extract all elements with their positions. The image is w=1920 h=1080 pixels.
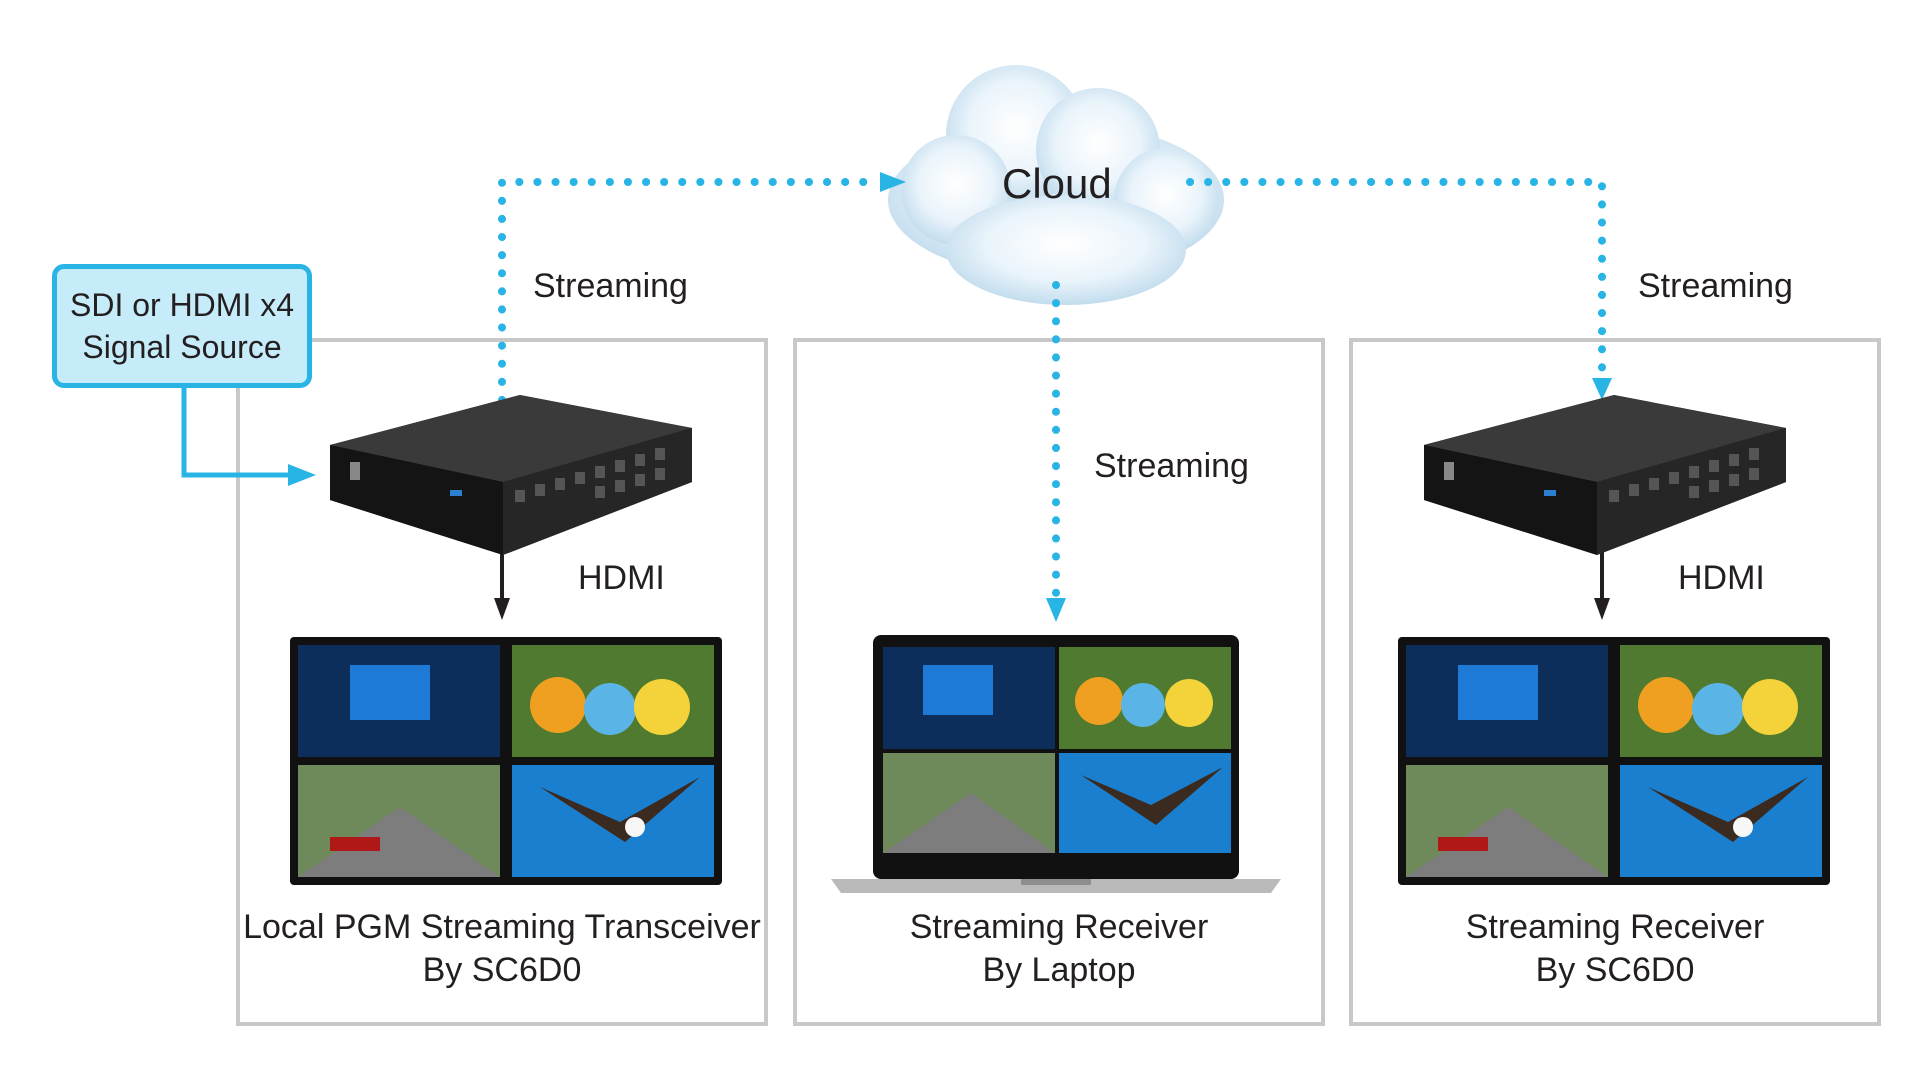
source-line-1: SDI or HDMI x4 — [69, 287, 295, 323]
caption-line-1: Local PGM Streaming Transceiver — [243, 908, 761, 946]
caption-line-1: Streaming Receiver — [909, 908, 1209, 946]
cloud-icon — [888, 65, 1224, 305]
caption-line-2: By SC6D0 — [422, 951, 582, 989]
arrowhead-to-receiver — [1592, 378, 1612, 400]
receiver-device-right — [1424, 395, 1786, 555]
monitor-quad-view-right — [1398, 637, 1830, 885]
hdmi-label-left: HDMI — [578, 559, 665, 597]
caption-line-1: Streaming Receiver — [1465, 908, 1765, 946]
source-feed-arrowhead — [288, 464, 316, 486]
stream-link-right — [1186, 178, 1606, 382]
monitor-quad-view-left — [290, 637, 722, 885]
stream-link-left — [498, 178, 884, 404]
hdmi-label-right: HDMI — [1678, 559, 1765, 597]
caption-line-2: By Laptop — [982, 951, 1136, 989]
stream-label-right: Streaming — [1638, 267, 1793, 305]
stream-label-left: Streaming — [533, 267, 688, 305]
cloud-label: Cloud — [1002, 160, 1112, 207]
source-line-2: Signal Source — [82, 329, 282, 365]
signal-source-box: SDI or HDMI x4 Signal Source — [52, 264, 312, 388]
hdmi-arrowhead-right — [1594, 598, 1610, 620]
stream-label-mid: Streaming — [1094, 447, 1249, 485]
caption-line-2: By SC6D0 — [1535, 951, 1695, 989]
arrowhead-to-cloud — [880, 172, 906, 192]
laptop-quad-view — [831, 635, 1281, 893]
caption-sc6d0-receiver: Streaming Receiver By SC6D0 — [1353, 906, 1877, 992]
source-feed-line — [181, 388, 292, 478]
caption-laptop-receiver: Streaming Receiver By Laptop — [797, 906, 1321, 992]
hdmi-arrowhead-left — [494, 598, 510, 620]
arrowhead-to-laptop — [1046, 598, 1066, 622]
transceiver-device-left — [330, 395, 692, 555]
caption-local-transceiver: Local PGM Streaming Transceiver By SC6D0 — [240, 906, 764, 992]
